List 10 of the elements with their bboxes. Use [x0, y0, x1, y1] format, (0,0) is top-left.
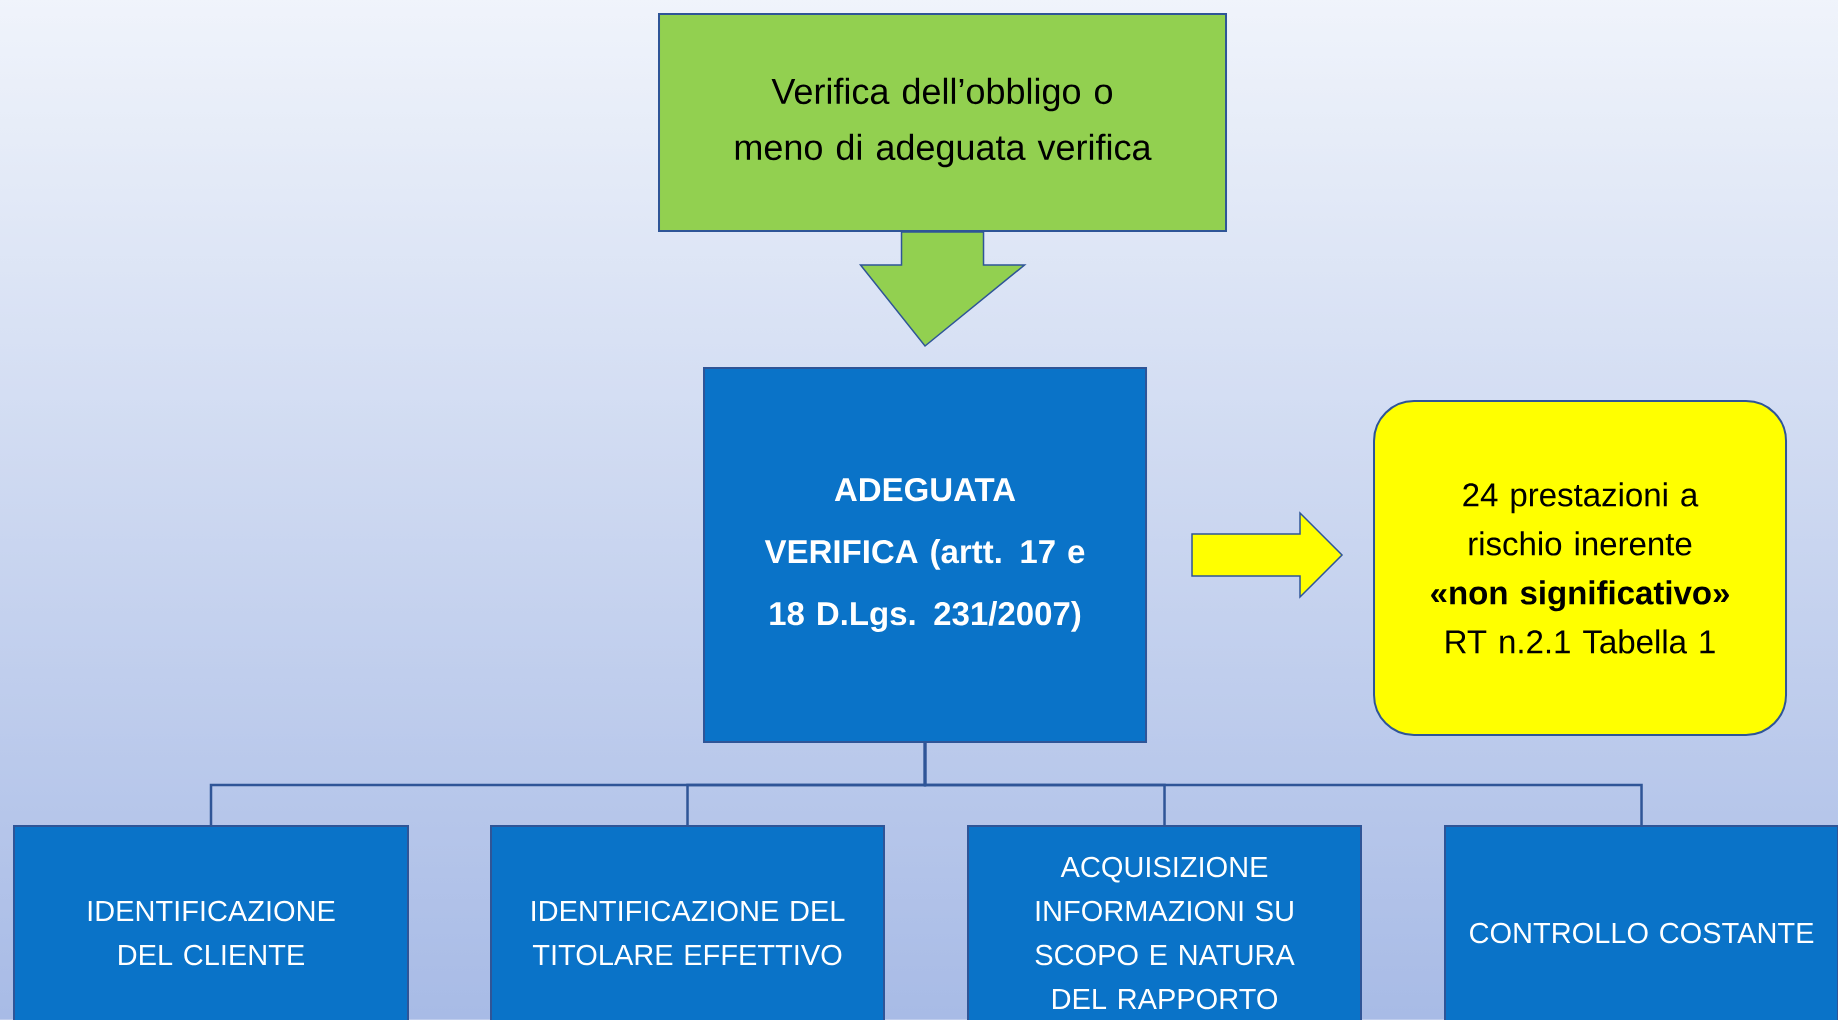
process-box: ADEGUATA VERIFICA (artt. 17 e 18 D.Lgs. 231/2007)	[703, 367, 1147, 743]
block-arrow	[858, 231, 1027, 348]
connector-line	[923, 743, 1643, 825]
process-box: Verifica dell’obbligo o meno di adeguata verifica	[658, 13, 1227, 232]
process-box: IDENTIFICAZIONE DEL CLIENTE	[13, 825, 409, 1020]
process-box: ACQUISIZIONE INFORMAZIONI SU SCOPO E NATURA DEL RAPPORTO	[967, 825, 1362, 1020]
block-arrow	[1191, 511, 1344, 599]
process-box: IDENTIFICAZIONE DEL TITOLARE EFFETTIVO	[490, 825, 885, 1020]
rounded-box: 24 prestazioni a rischio inerente «non significativo» RT n.2.1 Tabella 1	[1373, 400, 1788, 736]
process-box: CONTROLLO COSTANTE	[1444, 825, 1838, 1020]
